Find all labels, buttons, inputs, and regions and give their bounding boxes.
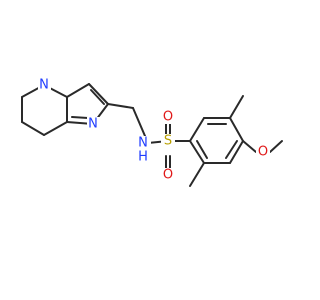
atom-n-imine: N — [88, 117, 98, 132]
bond — [189, 117, 205, 142]
atom-o-methoxy: O — [258, 145, 268, 160]
bond — [88, 83, 109, 105]
atom-labels: N N N H S O O O — [38, 78, 270, 183]
bond — [189, 140, 205, 164]
bond — [66, 83, 90, 98]
bond — [229, 95, 244, 119]
bond — [242, 140, 257, 153]
bonds — [21, 83, 283, 187]
bond — [189, 162, 205, 187]
atom-n-amide: N — [138, 136, 148, 151]
bond — [107, 103, 134, 109]
atom-s: S — [164, 134, 172, 149]
bond — [43, 121, 68, 136]
bond — [21, 121, 45, 136]
bond — [225, 140, 238, 159]
molecule-drawing: N N N H S O O O — [21, 78, 283, 187]
atom-o-top: O — [163, 110, 173, 125]
bond — [229, 140, 244, 164]
bond — [269, 140, 283, 153]
atom-o-bottom: O — [163, 168, 173, 183]
bond — [71, 116, 89, 119]
bond — [229, 117, 244, 142]
atom-h-amide: H — [138, 150, 148, 165]
bond — [90, 89, 105, 105]
structure-canvas: N N N H S O O O — [21, 78, 283, 187]
bond — [196, 140, 208, 159]
atom-n-ring: N — [39, 78, 49, 93]
